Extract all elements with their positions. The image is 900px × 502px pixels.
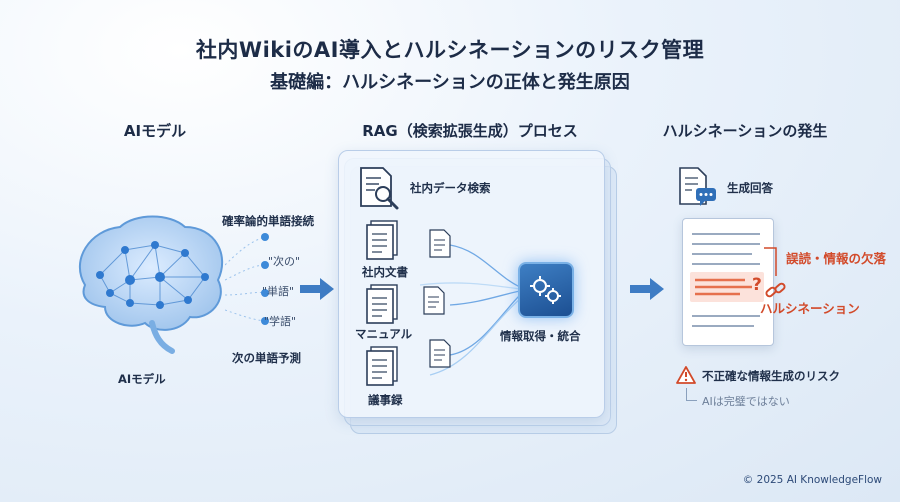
label-minutes: 議事録 bbox=[368, 393, 403, 407]
label-internal-data-search: 社内データ検索 bbox=[410, 181, 491, 195]
minutes-icon bbox=[366, 346, 398, 386]
label-retrieve-integrate: 情報取得・統合 bbox=[500, 329, 581, 343]
svg-text:?: ? bbox=[752, 275, 762, 295]
heading-ai-model: AIモデル bbox=[123, 122, 187, 140]
heading-hallucination: ハルシネーションの発生 bbox=[662, 122, 828, 140]
label-next-word-prediction: 次の単語予測 bbox=[232, 351, 301, 365]
token-learn: "学語" bbox=[264, 315, 297, 328]
document-lines bbox=[692, 233, 760, 327]
page-title: 社内WikiのAI導入とハルシネーションのリスク管理 bbox=[195, 38, 705, 62]
arrow-right-icon bbox=[630, 278, 664, 300]
retrieval-flow-lines bbox=[420, 229, 521, 376]
label-inaccurate-risk: 不正確な情報生成のリスク bbox=[702, 369, 840, 383]
label-hallucination: ハルシネーション bbox=[760, 301, 860, 316]
warning-icon bbox=[676, 366, 696, 384]
label-ai-not-perfect: AIは完璧ではない bbox=[702, 395, 790, 408]
label-misread-missing: 誤読・情報の欠落 bbox=[786, 251, 887, 266]
arrow-right-icon bbox=[300, 278, 334, 300]
label-manual: マニュアル bbox=[355, 327, 413, 341]
document-search-icon bbox=[360, 167, 399, 210]
token-flow-dots bbox=[225, 233, 269, 325]
caption-ai-model: AIモデル bbox=[118, 372, 166, 386]
error-lines: ? bbox=[695, 275, 762, 296]
token-word: "単語" bbox=[262, 285, 295, 298]
generated-answer-icon bbox=[679, 167, 716, 206]
gear-icon bbox=[530, 276, 561, 304]
answer-document bbox=[682, 218, 774, 346]
copyright-footer: © 2025 AI KnowledgeFlow bbox=[742, 474, 882, 486]
processor-chip-icon bbox=[518, 262, 574, 318]
label-probabilistic-connection: 確率論的単語接続 bbox=[222, 214, 314, 228]
manual-icon bbox=[366, 284, 398, 324]
broken-link-icon bbox=[765, 282, 786, 298]
label-internal-documents: 社内文書 bbox=[362, 265, 408, 279]
brain-network-icon bbox=[79, 215, 224, 354]
label-generated-answer: 生成回答 bbox=[727, 181, 773, 195]
token-next: "次の" bbox=[268, 255, 301, 268]
documents-icon bbox=[366, 220, 398, 260]
tree-connector bbox=[686, 388, 697, 401]
heading-rag: RAG（検索拡張生成）プロセス bbox=[362, 122, 578, 140]
page-subtitle: 基礎編：ハルシネーションの正体と発生原因 bbox=[270, 72, 630, 93]
error-pointer-line bbox=[764, 247, 777, 276]
